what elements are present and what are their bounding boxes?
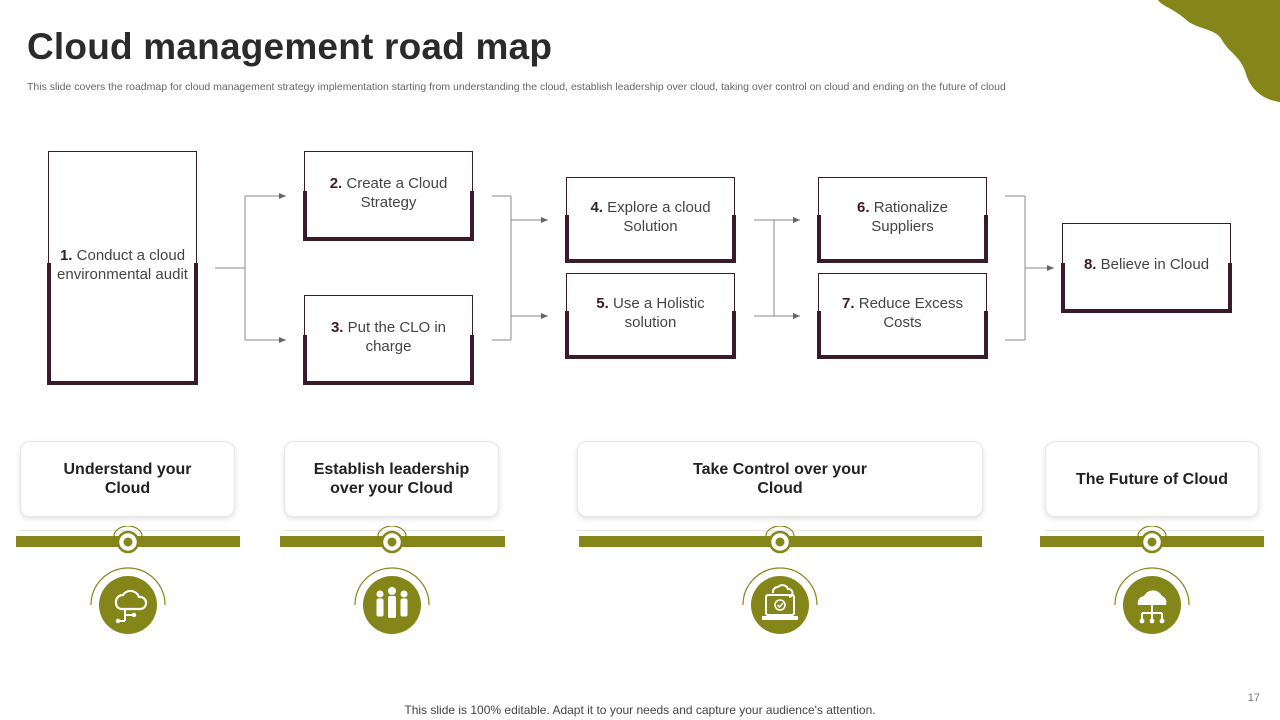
step-box-4: 4. Explore a cloud Solution [565,177,736,263]
page-subtitle: This slide covers the roadmap for cloud … [27,81,1006,93]
flow-connectors [215,193,1054,343]
step-number: 7. [842,294,855,312]
step-text: Use a Holistic solution [612,294,705,331]
timeline-node-icon [765,526,795,554]
stage-label: Establish leadership over your Cloud [313,461,470,497]
stage-label: The Future of Cloud [1076,470,1228,488]
stage-label: Understand your Cloud [63,461,192,497]
step-text: Believe in Cloud [1100,256,1210,273]
divider-line [577,530,982,531]
step-number: 3. [330,318,344,336]
step-box-6: 6. Rationalize Suppliers [817,177,988,263]
step-text: Conduct a cloud environmental audit [57,246,188,283]
team-leader-icon [354,567,430,634]
divider-line [284,530,504,531]
step-box-5: 5. Use a Holistic solution [565,273,736,359]
stage-card-control: Take Control over your Cloud [577,441,983,517]
stage-label: Take Control over your Cloud [693,461,867,497]
step-number: 2. [329,174,343,192]
step-number: 8. [1083,256,1097,273]
timeline-node-icon [377,526,407,554]
step-text: Explore a cloud Solution [607,198,711,235]
page-number: 17 [1247,692,1260,704]
step-box-3: 3. Put the CLO in charge [303,295,474,385]
step-text: Reduce Excess Costs [858,294,963,331]
footer-note: This slide is 100% editable. Adapt it to… [404,703,876,717]
step-number: 4. [590,198,603,216]
step-number: 5. [596,294,609,312]
step-number: 6. [857,198,870,216]
step-box-2: 2. Create a Cloud Strategy [303,151,474,241]
step-number: 1. [59,246,73,264]
timeline-node-icon [113,526,143,554]
cloud-network-icon [1114,567,1190,634]
step-box-7: 7. Reduce Excess Costs [817,273,988,359]
divider-line [1045,530,1264,531]
step-text: Put the CLO in charge [347,318,447,355]
corner-blob-shape [1158,0,1280,102]
step-text: Create a Cloud Strategy [346,174,448,211]
stage-card-leadership: Establish leadership over your Cloud [284,441,499,517]
stage-card-future: The Future of Cloud [1045,441,1259,517]
stage-card-understand: Understand your Cloud [20,441,235,517]
timeline-node-icon [1137,526,1167,554]
cloud-laptop-check-icon [742,567,818,634]
step-box-8: 8. Believe in Cloud [1061,223,1232,313]
cloud-network-hand-icon [90,567,166,634]
page-title: Cloud management road map [27,26,553,67]
step-text: Rationalize Suppliers [871,198,948,235]
divider-line [20,530,240,531]
step-box-1: 1. Conduct a cloud environmental audit [47,151,198,385]
